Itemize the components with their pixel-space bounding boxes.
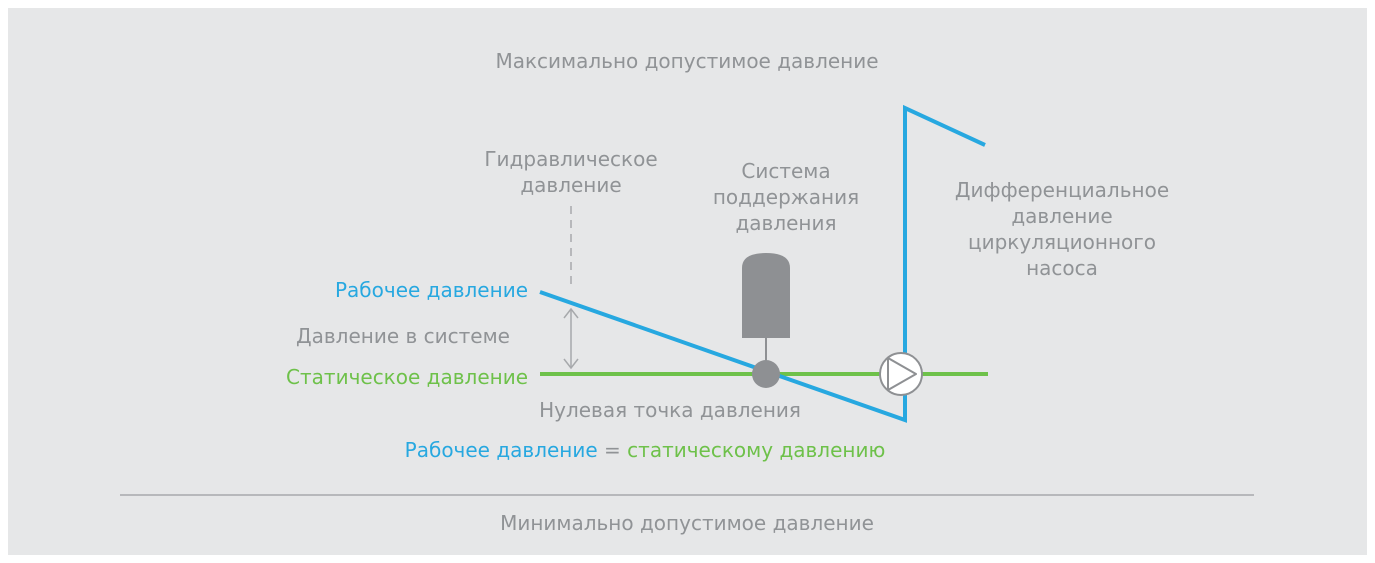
equation-working-pressure: Рабочее давление: [404, 438, 598, 462]
expansion-vessel-icon: [742, 253, 790, 362]
static-pressure-label: Статическое давление: [286, 365, 528, 389]
circulation-pump-icon: [879, 352, 923, 396]
working-pressure-line: [539, 104, 986, 423]
pressure-maintenance-system-label: Система поддержания давления: [712, 159, 860, 235]
max-pressure-label: Максимально допустимое давление: [495, 49, 879, 73]
zero-pressure-point-icon: [752, 360, 780, 388]
diagram-panel: [8, 8, 1367, 555]
min-pressure-label: Минимально допустимое давление: [500, 511, 874, 535]
pressure-equation: Рабочее давление = статическому давлению: [295, 437, 995, 463]
system-pressure-arrow-icon: [563, 307, 579, 370]
pump-differential-pressure-label: Дифференциальное давление циркуляционног…: [954, 178, 1170, 280]
hydraulic-pressure-label: Гидравлическое давление: [484, 147, 658, 197]
system-pressure-label: Давление в системе: [296, 324, 510, 348]
working-pressure-label: Рабочее давление: [334, 278, 528, 302]
equation-equals-sign: =: [597, 438, 628, 462]
zero-pressure-point-label: Нулевая точка давления: [539, 398, 801, 422]
equation-static-pressure: статическому давлению: [627, 438, 886, 462]
